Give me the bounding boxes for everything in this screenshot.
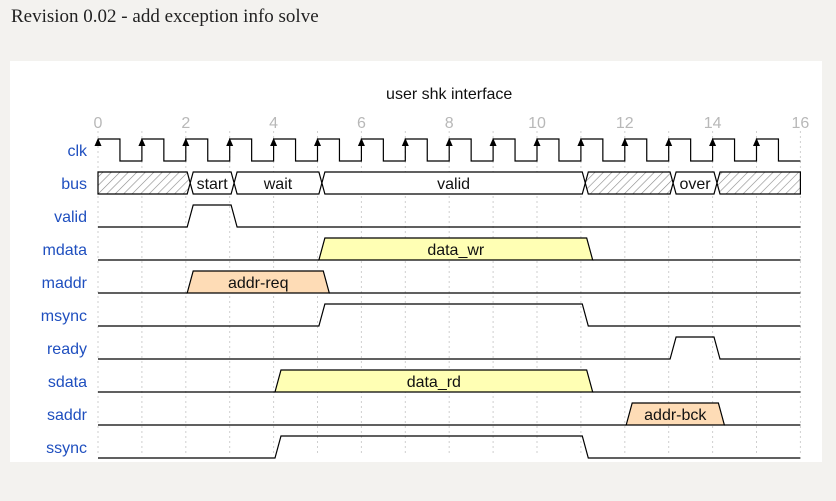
data-segment-label: data_rd: [407, 374, 461, 391]
clock-edge-arrow: [138, 138, 146, 146]
bus-segment-label: over: [679, 176, 711, 193]
bus-segment-label: valid: [437, 176, 470, 193]
signal-valid: valid: [54, 204, 801, 228]
signal-clk: clk: [67, 138, 801, 162]
clock-edge-arrow: [445, 138, 453, 146]
signal-label: clk: [67, 143, 88, 160]
data-segment: [274, 369, 594, 393]
pulse-wave: [98, 336, 801, 360]
signal-label: msync: [41, 308, 87, 325]
clock-edge-arrow: [533, 138, 541, 146]
pulse-wave: [98, 435, 801, 459]
bus-data-segment: [189, 171, 235, 195]
data-segment-label: addr-req: [228, 275, 288, 292]
signal-maddr: maddr addr-req: [42, 270, 801, 294]
bus-undefined-segment: [716, 171, 802, 195]
signal-ssync: ssync: [46, 435, 801, 459]
data-segment: [625, 402, 726, 426]
clock-edge-arrow: [401, 138, 409, 146]
signal-mdata: mdata data_wr: [43, 237, 801, 261]
clock-edge-arrow: [182, 138, 190, 146]
tick-label: 4: [269, 115, 278, 132]
signal-label: sdata: [48, 374, 87, 391]
signal-saddr: saddr addr-bck: [47, 402, 801, 426]
clock-edge-arrow: [753, 138, 760, 146]
tick-label: 12: [616, 115, 634, 132]
timing-diagram-panel: user shk interface 0 2 4 6 8 10 12 14 16 clk bus sta…: [10, 61, 822, 462]
bus-data-segment: [233, 171, 323, 195]
tick-label: 14: [704, 115, 722, 132]
bus-segment-label: start: [197, 176, 229, 193]
signal-ready: ready: [47, 336, 801, 360]
signal-bus: bus start wait valid over: [61, 171, 802, 195]
tick-label: 6: [357, 115, 366, 132]
bus-undefined-segment: [584, 171, 674, 195]
clock-edge-arrow: [621, 138, 629, 146]
tick-label: 8: [445, 115, 454, 132]
data-segment: [186, 270, 331, 294]
bus-undefined-segment: [97, 171, 191, 195]
bus-data-segment: [321, 171, 586, 195]
bus-segment-label: wait: [263, 176, 293, 193]
clock-edge-arrow: [709, 138, 717, 146]
clock-edge-arrow: [226, 138, 234, 146]
bus-data-segment: [672, 171, 718, 195]
page-title: Revision 0.02 - add exception info solve: [11, 6, 319, 27]
clock-edge-arrow: [489, 138, 497, 146]
signal-label: bus: [61, 176, 87, 193]
clock-edge-arrow: [270, 138, 278, 146]
clock-edge-arrow: [665, 138, 673, 146]
clock-edge-arrow: [94, 138, 102, 146]
tick-label: 2: [181, 115, 190, 132]
signal-sdata: sdata data_rd: [48, 369, 801, 393]
signal-msync: msync: [41, 303, 801, 327]
data-segment-label: addr-bck: [644, 407, 707, 424]
pulse-wave: [98, 204, 801, 228]
clock-edge-arrow: [314, 138, 321, 146]
tick-label: 0: [94, 115, 103, 132]
signal-label: mdata: [43, 242, 88, 259]
clock-edge-arrow: [577, 138, 585, 146]
clock-edge-arrow: [357, 138, 365, 146]
signal-label: saddr: [47, 407, 88, 424]
signal-label: ready: [47, 341, 87, 358]
diagram-title: user shk interface: [386, 86, 512, 103]
signal-label: ssync: [46, 440, 87, 457]
signal-label: maddr: [42, 275, 88, 292]
pulse-wave: [98, 303, 801, 327]
data-segment: [318, 237, 594, 261]
signal-label: valid: [54, 209, 87, 226]
timing-diagram: user shk interface 0 2 4 6 8 10 12 14 16 clk bus sta…: [41, 86, 810, 459]
tick-label: 16: [792, 115, 810, 132]
data-segment-label: data_wr: [427, 242, 485, 259]
tick-label: 10: [528, 115, 546, 132]
grid-lines: [97, 131, 801, 456]
clock-wave: [98, 138, 801, 162]
